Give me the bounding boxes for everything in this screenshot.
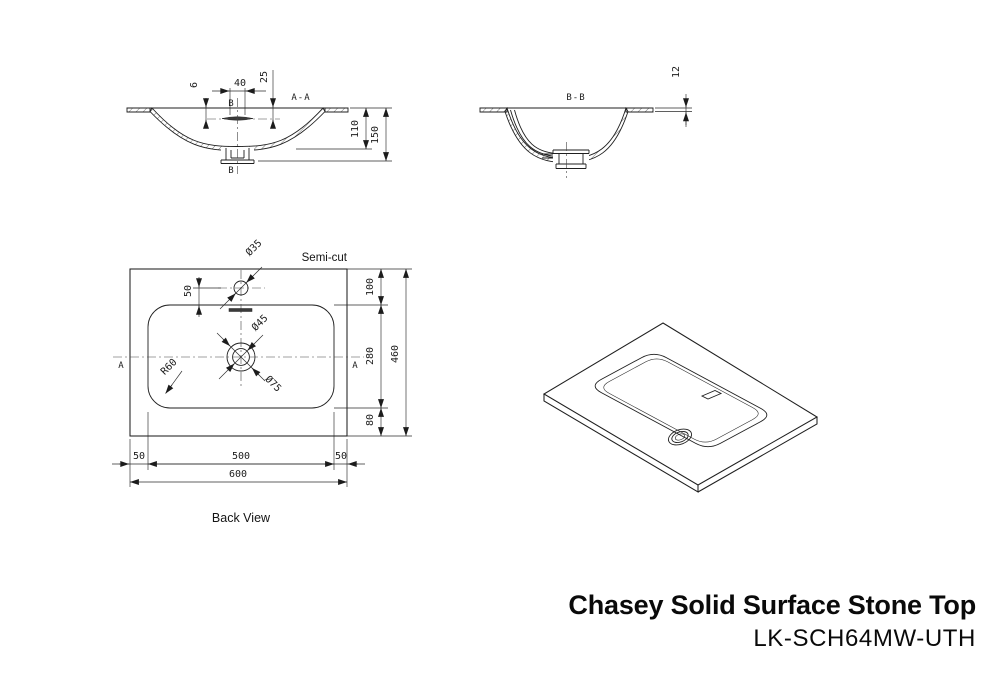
product-title: Chasey Solid Surface Stone Top <box>568 590 976 620</box>
bb-overflow-channel <box>510 109 557 159</box>
bv-dim-50-left: 50 <box>133 451 145 462</box>
aa-dim-overflow-width: 40 <box>212 78 266 115</box>
bv-leader-drain-hole: Ø45 <box>218 312 271 380</box>
bb-right-wing <box>625 107 654 113</box>
aa-dim-110: 110 <box>350 120 361 138</box>
iso-basin-inner-wall <box>603 358 759 443</box>
bv-dim-80: 80 <box>365 414 376 426</box>
bv-leader-corner-radius: R60 <box>159 357 183 394</box>
bv-cut-marker-left: A <box>118 361 124 371</box>
aa-dim-overflow-depth: 25 <box>259 70 276 129</box>
bv-dim-corner-radius: R60 <box>159 357 180 378</box>
aa-bowl-wall <box>149 107 326 151</box>
aa-dim-6: 6 <box>189 82 200 88</box>
bv-dim-500: 500 <box>232 451 250 462</box>
bb-left-wing <box>479 107 508 113</box>
aa-dim-basin-depth: 110 <box>296 107 372 150</box>
aa-right-wing <box>324 107 349 113</box>
bb-drain <box>552 149 590 172</box>
bv-dim-drain-recess: Ø75 <box>262 373 283 394</box>
bv-dim-drain-hole: Ø45 <box>249 312 270 333</box>
bv-dim-right-chain: 100 280 80 <box>334 268 412 437</box>
bv-dim-600: 600 <box>229 469 247 480</box>
aa-dim-overall-depth: 150 <box>258 107 392 162</box>
bv-dim-faucet-hole: Ø35 <box>243 237 264 258</box>
bv-dim-overall-height: 460 <box>390 268 409 437</box>
bv-leader-drain-recess: Ø75 <box>216 332 284 395</box>
bv-dim-bottom-chain: 50 500 50 600 <box>112 412 365 487</box>
isometric-view <box>542 322 819 493</box>
aa-left-wing <box>126 107 151 113</box>
bv-dim-faucet-offset: 50 <box>183 277 221 317</box>
title-block: Chasey Solid Surface Stone Top LK-SCH64M… <box>568 589 976 654</box>
bv-dim-50-vertical: 50 <box>183 285 194 297</box>
back-view: Ø45 Ø75 Ø35 R60 50 <box>112 237 412 525</box>
aa-cut-marker-top: B <box>228 99 233 109</box>
bv-dim-50-right: 50 <box>335 451 347 462</box>
bv-overflow-slot <box>228 308 253 312</box>
bv-dim-100: 100 <box>365 278 376 296</box>
bv-dim-280: 280 <box>365 347 376 365</box>
section-aa-view: 6 40 25 110 150 A-A B B <box>126 70 392 176</box>
section-bb-view: 12 B-B <box>479 66 692 178</box>
aa-dim-25: 25 <box>259 71 270 83</box>
iso-slab-edge <box>543 393 818 493</box>
iso-drain <box>668 428 692 446</box>
bb-section-label: B-B <box>566 93 585 103</box>
bb-dim-12: 12 <box>671 66 682 78</box>
bb-bowl-wall <box>504 106 629 163</box>
bv-cut-marker-right: A <box>352 361 358 371</box>
aa-dim-40: 40 <box>234 78 246 89</box>
back-view-label: Back View <box>212 511 271 525</box>
bv-leader-faucet-hole: Ø35 <box>219 237 265 310</box>
bv-stone-outline <box>129 268 348 437</box>
iso-top-face <box>542 322 819 486</box>
bb-dim-edge-thickness: 12 <box>655 66 692 127</box>
iso-overflow-slot <box>700 390 723 400</box>
aa-section-label: A-A <box>291 93 310 103</box>
aa-dim-overflow-height: 6 <box>189 82 209 129</box>
bv-dim-460: 460 <box>390 345 401 363</box>
model-code: LK-SCH64MW-UTH <box>753 624 976 652</box>
aa-cut-marker-bottom: B <box>228 166 233 176</box>
iso-basin-rim <box>594 353 768 448</box>
bv-semi-cut-note: Semi-cut <box>302 252 348 264</box>
aa-dim-150: 150 <box>370 126 381 144</box>
